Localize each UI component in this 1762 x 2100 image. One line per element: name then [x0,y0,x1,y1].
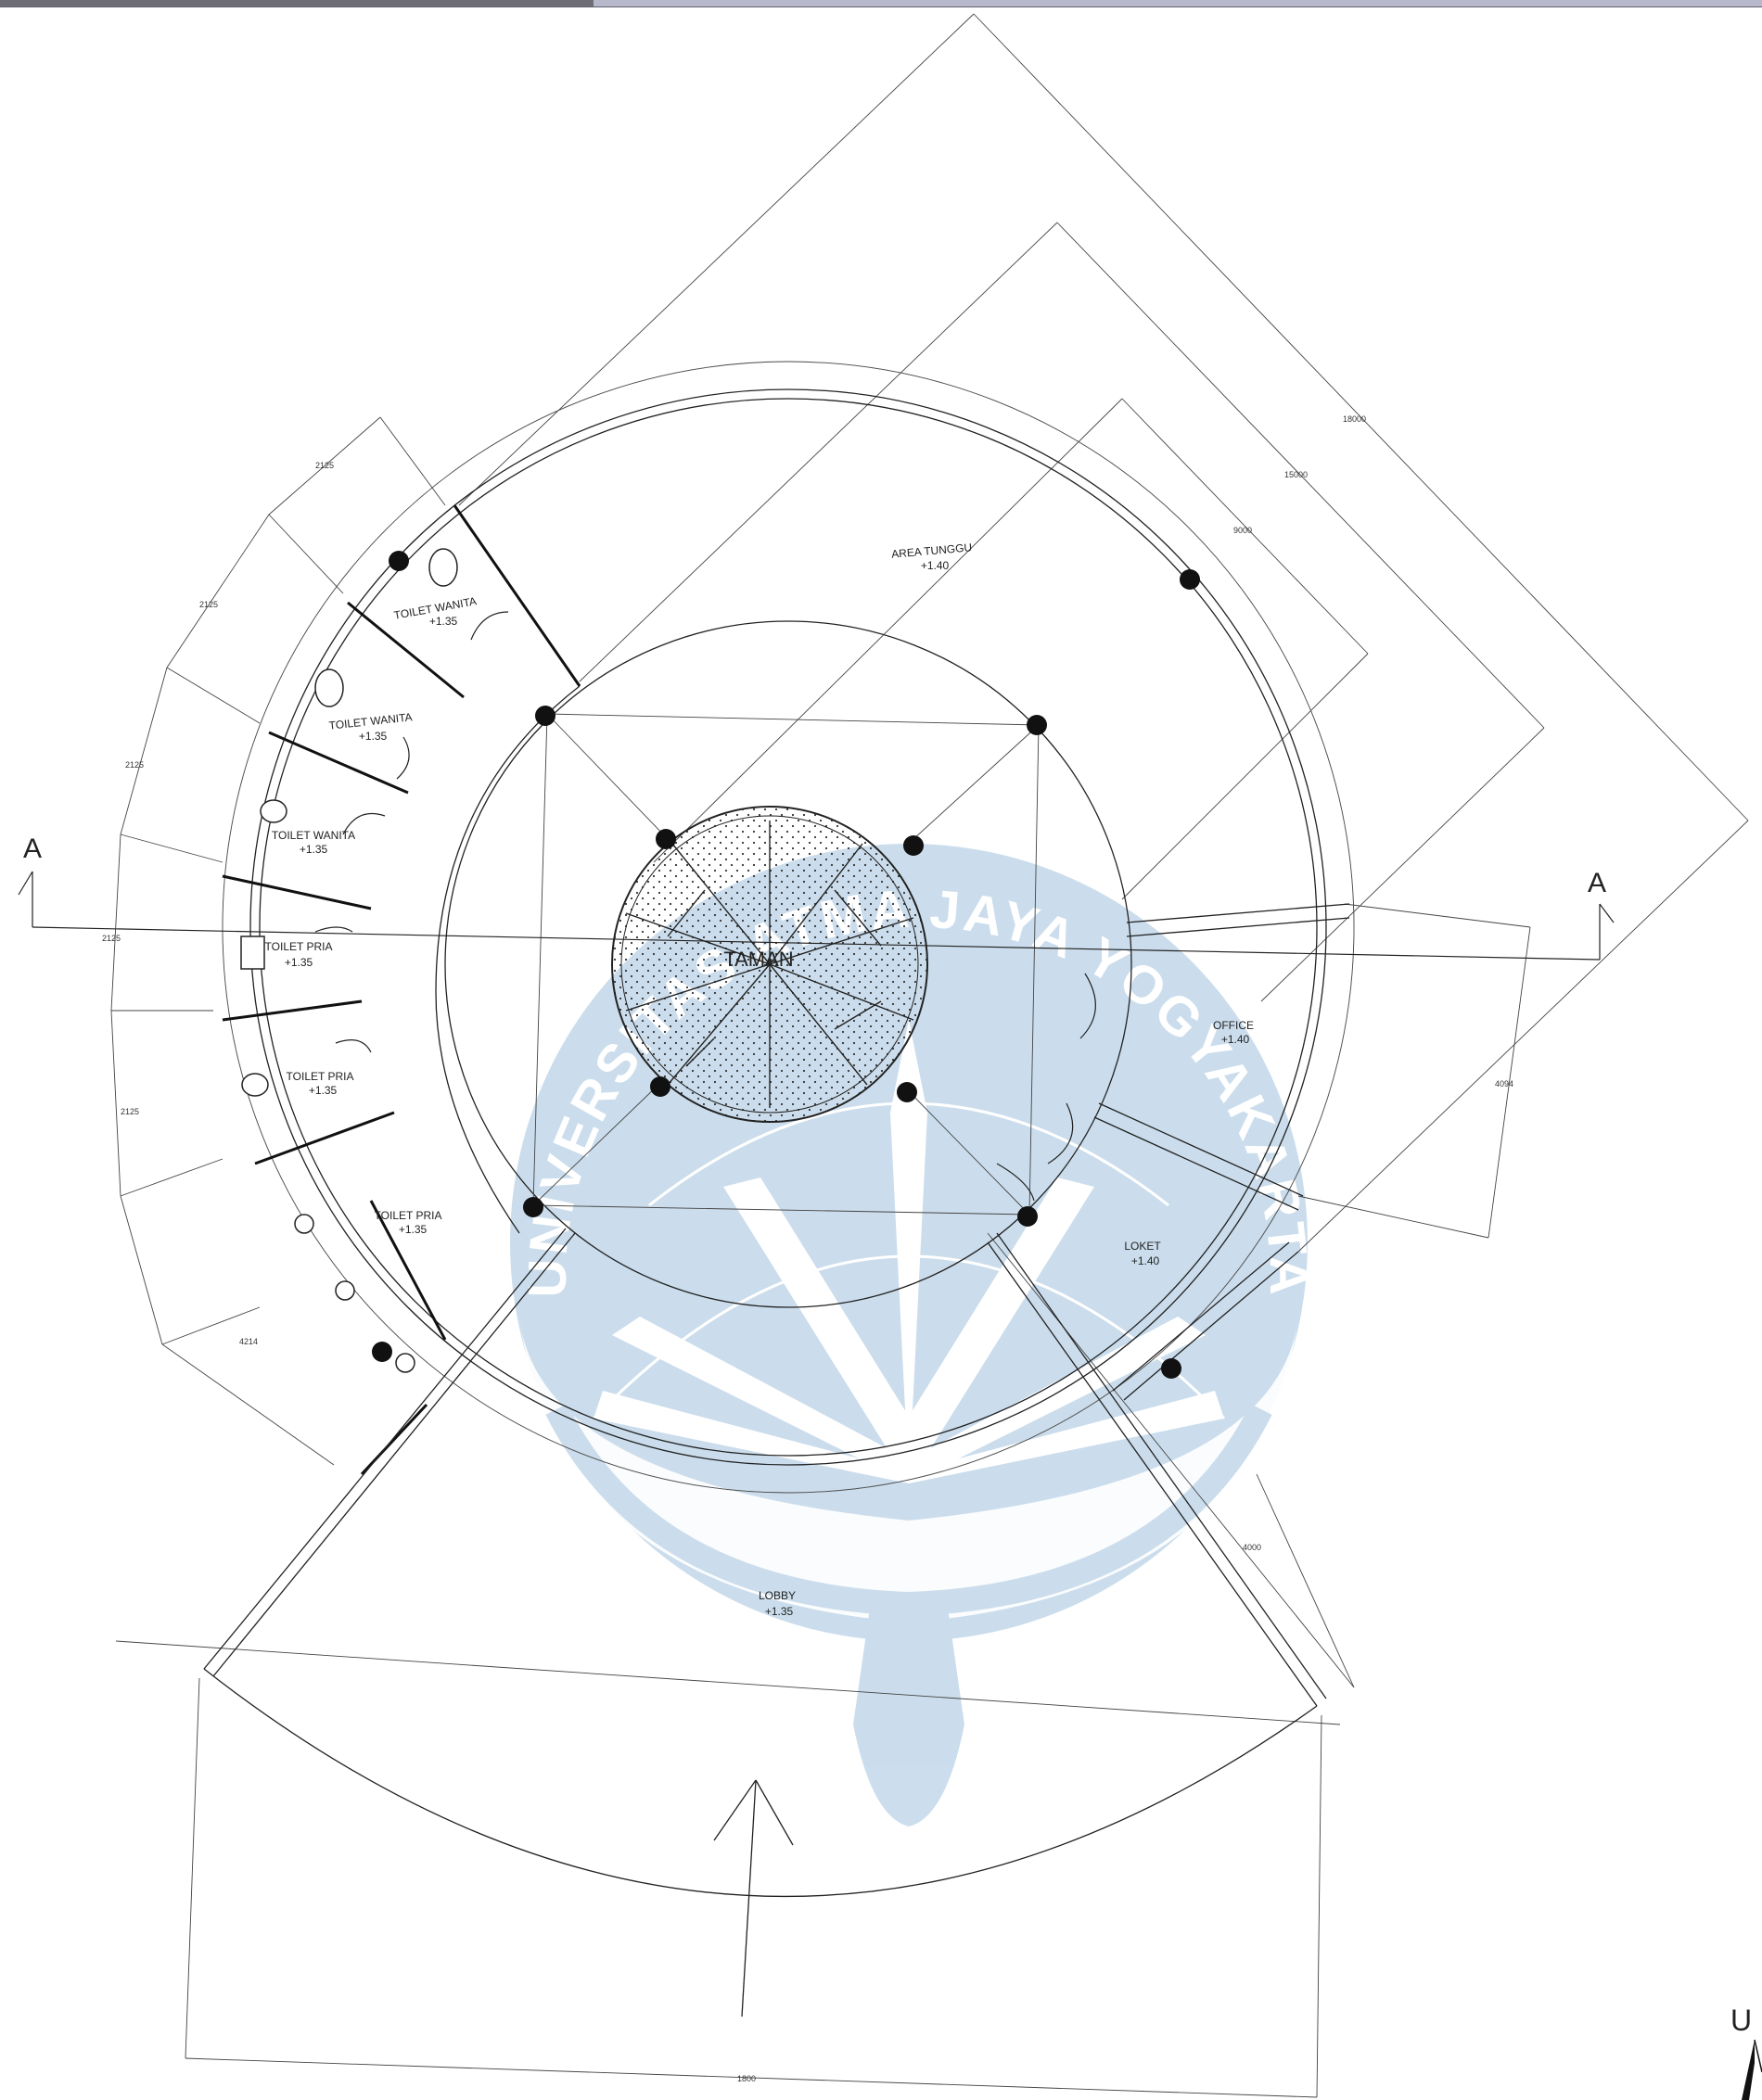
north-label: U [1730,2004,1752,2037]
room-name-toilet-pria-3: TOILET PRIA [375,1209,442,1222]
room-level-toilet-pria-2: +1.35 [309,1084,338,1097]
room-level-loket: +1.40 [1131,1254,1160,1267]
inner-ring [444,620,1132,1308]
section-line [18,871,1615,961]
room-level-office: +1.40 [1221,1033,1250,1046]
window-title-bar [0,0,1762,7]
dim-4094: 4094 [1495,1079,1513,1088]
section-mark-right: A [1588,868,1606,898]
room-level-toilet-pria-3: +1.35 [399,1223,428,1236]
room-level-area-tunggu: +1.40 [921,559,950,572]
dim-15000: 15000 [1284,470,1308,479]
entrance-arrow [713,1779,794,2017]
room-name-toilet-pria-2: TOILET PRIA [287,1070,354,1083]
room-level-toilet-wanita-3: +1.35 [300,843,328,856]
columns [372,551,1200,1379]
dim-2125-d: 2125 [102,934,121,943]
room-level-toilet-pria-1: +1.35 [285,956,313,969]
room-level-lobby: +1.35 [765,1605,794,1618]
toilet-partitions [222,504,581,1476]
beam-lines [532,713,1040,1215]
dimension-frame [110,13,1749,2098]
toilet-fixtures [240,548,458,1373]
room-name-toilet-pria-1: TOILET PRIA [265,940,333,953]
garden [611,806,928,1123]
dim-4000: 4000 [1243,1543,1261,1552]
dim-2125-c: 2125 [125,760,144,770]
watermark-logo: UNIVERSITAS ATMA JAYA YOGYAKARTA [510,844,1316,1826]
room-name-taman: TAMAN [723,948,793,971]
dim-1800: 1800 [737,2074,756,2083]
door-swings [314,611,1096,1202]
room-level-toilet-wanita-1: +1.35 [429,615,458,628]
room-name-area-tunggu: AREA TUNGGU [891,541,973,561]
room-level-toilet-wanita-2: +1.35 [359,730,388,743]
dim-9000: 9000 [1233,526,1252,535]
dim-18000: 18000 [1343,414,1366,424]
dim-2125-b: 2125 [199,600,218,609]
section-mark-left: A [23,834,42,864]
office-walls [1093,903,1350,1401]
north-arrow-icon [1742,2039,1762,2100]
title-bar-tab [0,0,594,6]
room-name-lobby: LOBBY [759,1589,796,1602]
dim-4214: 4214 [239,1337,258,1346]
dim-2125-e: 2125 [121,1107,139,1116]
dim-2125-a: 2125 [315,461,334,470]
room-name-loket: LOKET [1124,1240,1161,1253]
lobby-walls [203,1228,1327,1898]
outer-walls [222,361,1355,1494]
room-name-toilet-wanita-3: TOILET WANITA [272,829,355,842]
toilet-inner-wall [435,685,581,1234]
room-name-office: OFFICE [1213,1019,1254,1032]
